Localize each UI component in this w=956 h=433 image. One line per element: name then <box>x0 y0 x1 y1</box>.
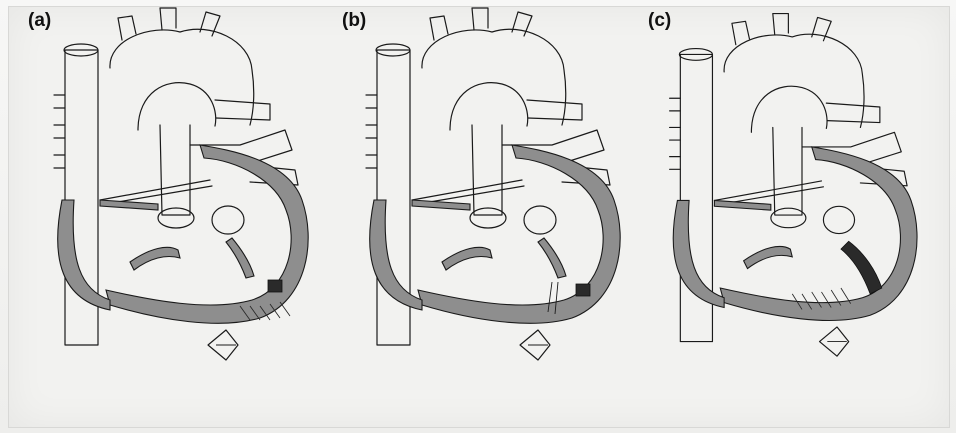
heart-diagram-a <box>40 0 340 433</box>
aortic-branches <box>732 14 831 45</box>
pulmonary-artery-right <box>527 100 582 120</box>
septum-shaded <box>100 200 158 210</box>
ventricle-wall <box>418 145 620 323</box>
septal-leaflet <box>538 238 566 278</box>
ventricle-wall <box>106 145 308 323</box>
thickened-septal-region <box>841 241 882 294</box>
valve-right <box>524 206 556 234</box>
septum-shaded <box>714 200 770 210</box>
septum-shaded <box>412 200 470 210</box>
heart-svg-c <box>656 0 948 433</box>
tricuspid-leaflet <box>744 246 793 268</box>
main-trunk <box>160 125 190 215</box>
valve-left <box>158 208 194 228</box>
valve-left <box>771 208 806 227</box>
main-trunk <box>472 125 502 215</box>
aortic-branches <box>430 8 532 40</box>
heart-diagram-b <box>352 0 652 433</box>
ventricular-septal-defect <box>268 280 282 292</box>
pulmonary-artery-right <box>215 100 270 120</box>
heart-drawing-c <box>670 14 917 357</box>
heart-drawing-b <box>366 8 620 360</box>
ventricle-wall <box>720 147 917 321</box>
pulmonary-artery-right <box>826 103 880 122</box>
pulmonary-arch <box>138 83 216 130</box>
tricuspid-leaflet <box>442 247 492 270</box>
pulmonary-arch <box>751 86 827 132</box>
heart-drawing-a <box>54 8 308 360</box>
aortic-branches <box>118 8 220 40</box>
ventricular-septal-defect <box>576 284 590 296</box>
septal-leaflet <box>226 238 254 278</box>
pulmonary-veins-left <box>54 95 65 168</box>
heart-svg-a <box>40 0 340 433</box>
valve-right <box>823 206 854 233</box>
pulmonary-veins-left <box>366 95 377 168</box>
main-trunk <box>773 127 802 215</box>
valve-left <box>470 208 506 228</box>
heart-svg-b <box>352 0 652 433</box>
pulmonary-veins-left <box>670 98 681 169</box>
heart-diagram-c <box>656 0 948 433</box>
aortic-arch <box>724 34 864 127</box>
tricuspid-leaflet <box>130 247 180 270</box>
aortic-arch <box>110 29 254 125</box>
aortic-arch <box>422 29 566 125</box>
pulmonary-arch <box>450 83 528 130</box>
valve-right <box>212 206 244 234</box>
